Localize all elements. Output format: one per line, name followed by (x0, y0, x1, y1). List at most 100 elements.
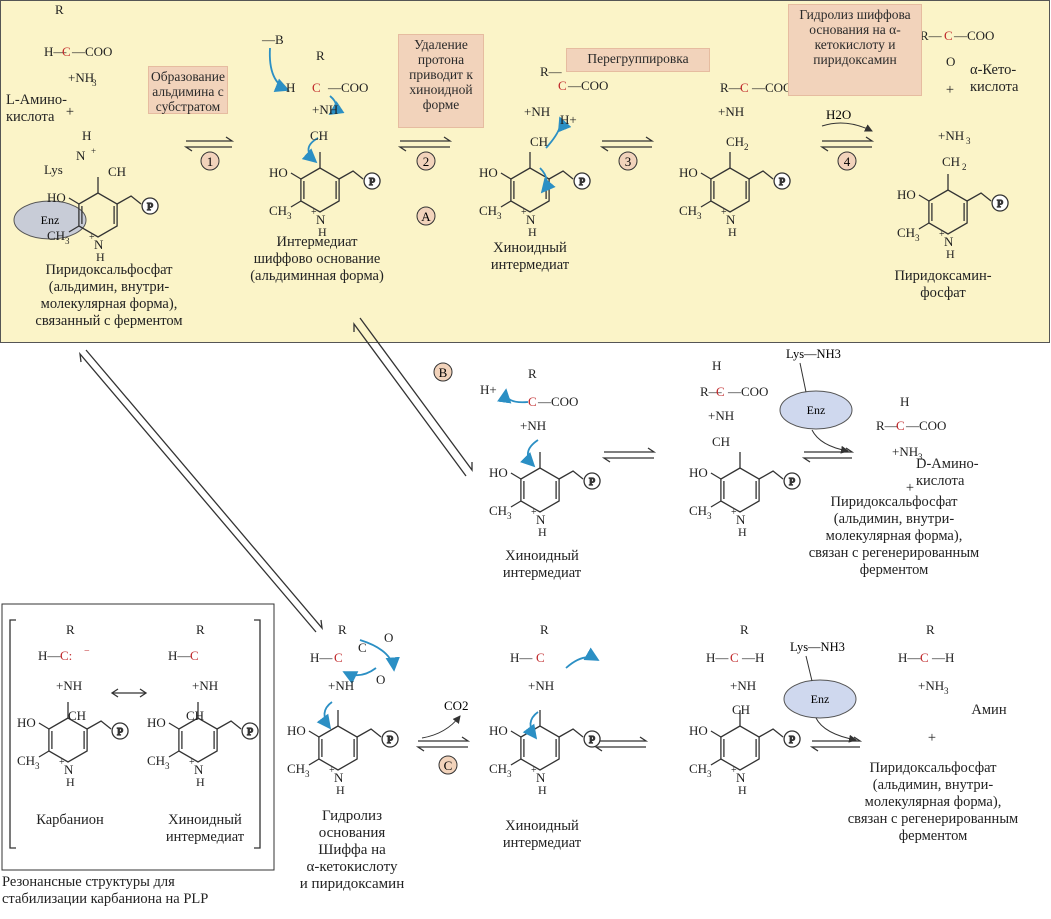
chem-fragment: C (312, 80, 321, 95)
caption-plp-line-0: Пиридоксальфосфат (45, 262, 173, 278)
chem-fragment: +NH (524, 104, 550, 119)
ring-n: N (536, 770, 546, 785)
ring-n: N (536, 512, 546, 527)
chem-fragment: H— (310, 650, 333, 665)
ring-hydrolysis-c: P (308, 710, 399, 771)
chem-fragment: C (190, 648, 199, 663)
ch3-sub: 3 (707, 769, 712, 779)
enzyme-3-label: Enz (811, 692, 830, 706)
ring-plus: + (189, 757, 195, 768)
ch3-sub: 3 (165, 761, 170, 771)
ring-n: N (316, 212, 326, 227)
caption-q3-line-0: Хиноидный (505, 818, 579, 834)
caption-int-line-1: шиффово основание (253, 251, 381, 267)
step-4-circle (837, 151, 857, 171)
chem-fragment: +NH (730, 678, 756, 693)
caption-rc-line-1: (альдимин, внутри- (872, 777, 994, 793)
ring-plus: + (531, 507, 537, 518)
chem-fragment: C (740, 80, 749, 95)
substrate-line1: L-Амино- (6, 92, 67, 108)
curly-arrows (268, 47, 600, 740)
ring-pyridoxamine-top: P (700, 152, 791, 213)
stage-box-1: Образование альдимина с субстратом (148, 66, 228, 114)
chem-fragment: CH (186, 708, 204, 723)
chem-fragment: C (730, 650, 739, 665)
ring-aldimine-c: P (710, 710, 801, 771)
chem-fragment: R (66, 622, 75, 637)
ring-pyridoxamine: P (918, 174, 1009, 235)
ring-plus: + (731, 765, 737, 776)
ch3-sub: 3 (305, 769, 310, 779)
ring-n: N (736, 770, 746, 785)
caption-int-line-2: (альдиминная форма) (250, 268, 384, 284)
chem-fragment: R (196, 622, 205, 637)
chem-fragment: H— (44, 44, 67, 59)
ring-carbanion: P (38, 702, 129, 763)
chem-fragment: H— (168, 648, 191, 663)
chem-fragment: 3 (966, 136, 971, 146)
caption-rb-line-1: (альдимин, внутри- (833, 511, 955, 527)
phosphate-p: P (789, 476, 795, 488)
ring-plus: + (89, 232, 95, 243)
caption-rb-line-4: ферментом (859, 562, 929, 578)
chem-fragment: R (740, 622, 749, 637)
caption-pm-line-1: фосфат (920, 285, 966, 301)
chem-fragment: +NH (328, 678, 354, 693)
ring-plp-enzyme: P (68, 177, 159, 238)
carbanion-caption: Карбанион (36, 812, 104, 828)
chem-fragment: H— (510, 650, 533, 665)
ring-n: N (334, 770, 344, 785)
ch3-sub: 3 (507, 511, 512, 521)
phosphate-p: P (997, 198, 1003, 210)
resonance-box (1, 603, 275, 871)
ring-nh: H (528, 225, 537, 239)
pathway-c-circle (438, 755, 458, 775)
amine-label: Амин (971, 702, 1007, 718)
chem-fragment: O (946, 54, 955, 69)
chem-fragment: C (528, 394, 537, 409)
caption-hc-line-0: Гидролиз (322, 808, 382, 824)
chem-fragment: H— (38, 648, 61, 663)
chem-fragment: —COO (537, 394, 578, 409)
chem-fragment: R— (920, 28, 943, 43)
chem-fragment: O (376, 672, 385, 687)
ch3-label: CH (679, 203, 697, 218)
chem-fragment: CH (68, 708, 86, 723)
phosphate-p: P (147, 201, 153, 213)
ring-plus: + (329, 765, 335, 776)
chem-fragment: H— (706, 650, 729, 665)
ring-n: N (526, 212, 536, 227)
ring-nh: H (538, 783, 547, 797)
ring-plus: + (531, 765, 537, 776)
ch3-label: CH (17, 753, 35, 768)
ring-nh: H (538, 525, 547, 539)
enzyme-3 (783, 679, 857, 719)
caption-rc-line-0: Пиридоксальфосфат (869, 760, 997, 776)
ring-plus: + (721, 207, 727, 218)
phosphate-p: P (589, 476, 595, 488)
caption-pm-line-0: Пиридоксамин- (894, 268, 992, 284)
stage-box-4: Гидролиз шиффова основания на α-кетокисл… (788, 4, 922, 96)
plp-regen-caption-c: Пиридоксальфосфат(альдимин, внутри-молек… (822, 760, 1044, 845)
chem-fragment: C (716, 384, 725, 399)
ch3-label: CH (287, 761, 305, 776)
ch3-label: CH (479, 203, 497, 218)
chem-fragment: C (358, 640, 367, 655)
ketoacid-line1: α-Кето- (970, 62, 1017, 78)
ch3-sub: 3 (35, 761, 40, 771)
resonance-arrow (110, 688, 148, 698)
caption-d-line-0: D-Амино- (916, 456, 979, 472)
chem-fragment: +NH (708, 408, 734, 423)
chem-fragment: —COO (71, 44, 112, 59)
chem-fragment: H (82, 128, 91, 143)
reagents: H2O CO2 (421, 107, 873, 739)
caption-hc-line-1: основания (318, 825, 386, 841)
ho-label: HO (17, 715, 36, 730)
chem-fragment: C (944, 28, 953, 43)
pathway-b-circle (433, 362, 453, 382)
caption-hc-line-3: α-кетокислоту (306, 859, 398, 875)
chem-fragment: R (528, 366, 537, 381)
caption-q1-line-1: интермедиат (490, 257, 570, 273)
chem-fragment: +NH (68, 70, 94, 85)
